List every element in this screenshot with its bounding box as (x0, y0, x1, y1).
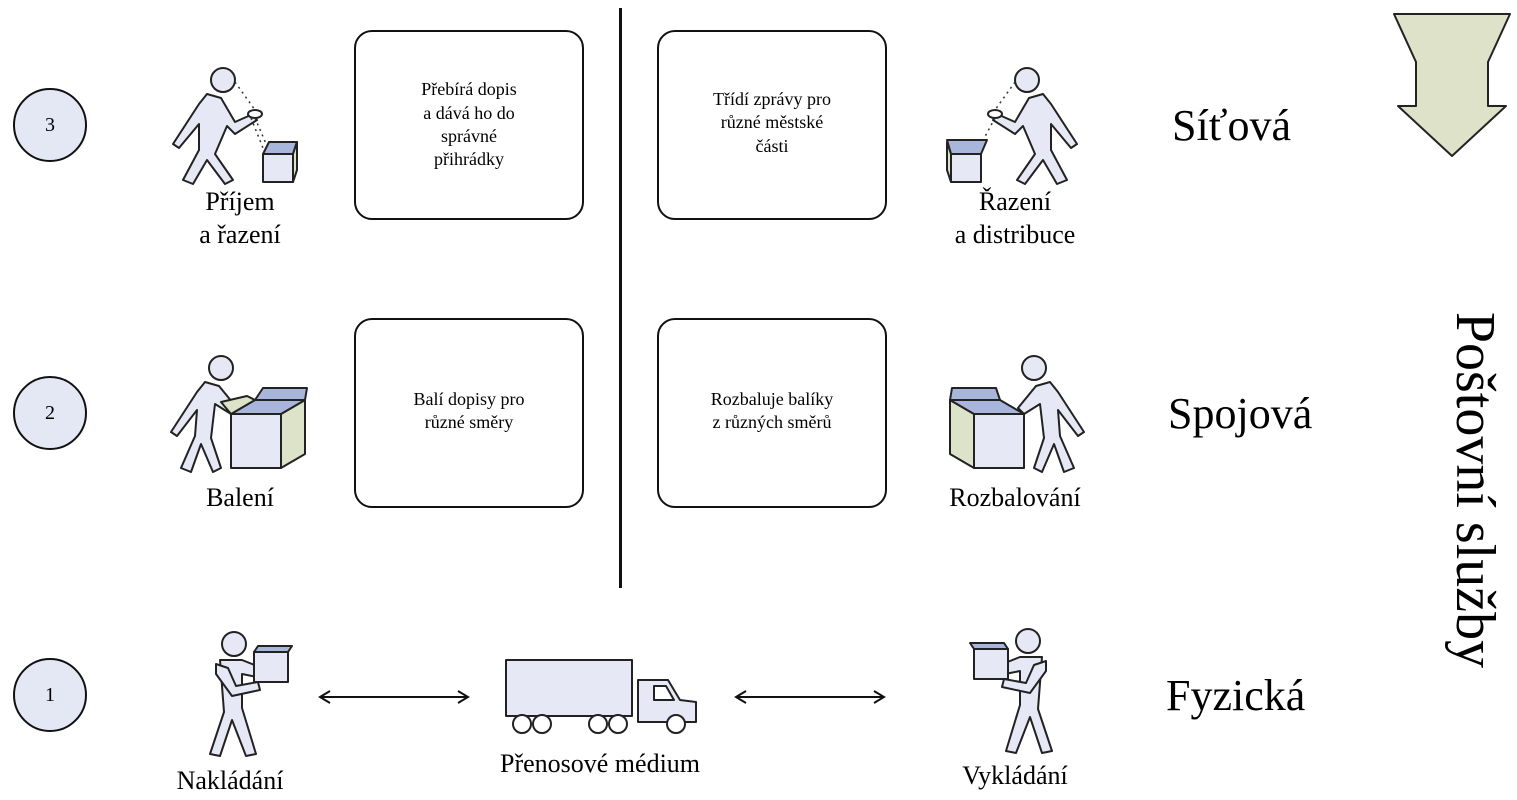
caption-rozbalovani: Rozbalování (949, 483, 1081, 512)
person-sorting-icon (172, 67, 298, 185)
center-divider (619, 8, 622, 588)
caption-prijem: Příjem a řazení (199, 187, 281, 249)
diagram-title: Poštovní služby (1444, 311, 1506, 669)
box-rozbaluje-baliky: Rozbaluje balíky z různých směrů (657, 318, 887, 508)
person-carrying-icon (209, 631, 293, 757)
caption-baleni: Balení (206, 483, 274, 512)
caption-vykladani: Vykládání (962, 761, 1068, 790)
person-carrying-icon (969, 628, 1053, 754)
layer-name-fyzicka: Fyzická (1166, 671, 1306, 720)
caption-nakladani: Nakládání (176, 766, 284, 795)
down-arrow-icon (1393, 13, 1511, 157)
caption-razeni: Řazení a distribuce (954, 187, 1076, 249)
person-packing-icon (949, 355, 1085, 473)
caption-prenosove-medium: Přenosové médium (499, 749, 701, 778)
box-tridi-zpravy: Třídí zprávy pro různé městské části (657, 30, 887, 220)
layer-number-1: 1 (13, 658, 87, 732)
layer-number-2: 2 (13, 376, 87, 450)
layer-name-spojova: Spojová (1168, 389, 1313, 438)
person-sorting-icon (946, 67, 1078, 185)
box-bali-dopisy: Balí dopisy pro různé směry (354, 318, 584, 508)
layer-number-3: 3 (13, 88, 87, 162)
person-packing-icon (170, 355, 308, 473)
double-arrow-right (734, 690, 886, 704)
layer-name-sitova: Síťová (1172, 101, 1292, 150)
double-arrow-left (318, 690, 470, 704)
box-prebira-dopis: Přebírá dopis a dává ho do správné přihr… (354, 30, 584, 220)
truck-icon (505, 659, 697, 734)
